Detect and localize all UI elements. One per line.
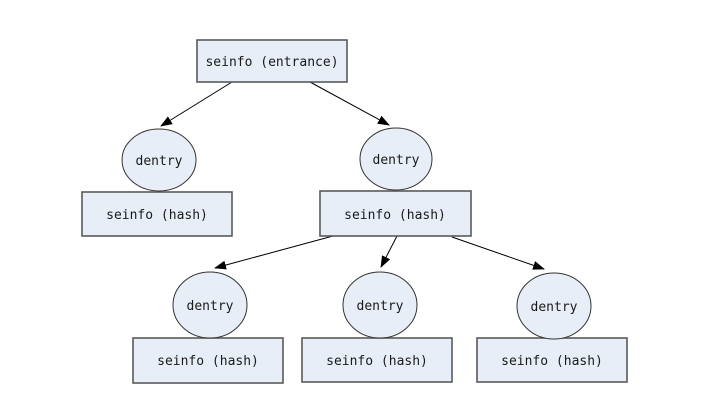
dentry-circle xyxy=(359,127,433,191)
arrow-hash-to-bottom-left-dentry xyxy=(214,235,334,270)
seinfo-hash-label: seinfo (hash) xyxy=(501,354,603,369)
edges xyxy=(160,81,545,270)
entrance-box xyxy=(196,39,348,83)
dentry-circle xyxy=(172,271,248,339)
dentry-label: dentry xyxy=(373,153,420,168)
seinfo-hash-box xyxy=(319,190,472,237)
seinfo-hash-label: seinfo (hash) xyxy=(344,208,446,223)
seinfo-hash-box xyxy=(476,337,628,383)
level2-left-node: dentry seinfo (hash) xyxy=(132,271,284,384)
level1-left-node: dentry seinfo (hash) xyxy=(81,128,233,237)
arrow-hash-to-bottom-right-dentry xyxy=(451,236,545,270)
dentry-circle xyxy=(342,271,418,339)
dentry-label: dentry xyxy=(357,299,404,314)
entrance-node: seinfo (entrance) xyxy=(196,39,348,83)
arrow-entrance-to-left-dentry xyxy=(160,81,233,127)
arrow-entrance-to-right-dentry xyxy=(309,81,390,126)
dentry-label: dentry xyxy=(136,154,183,169)
dentry-label: dentry xyxy=(531,300,578,315)
dentry-circle xyxy=(516,272,592,340)
dentry-circle xyxy=(121,128,197,192)
level1-right-node: dentry seinfo (hash) xyxy=(319,127,472,237)
seinfo-hash-label: seinfo (hash) xyxy=(106,208,208,223)
entrance-label: seinfo (entrance) xyxy=(205,55,338,70)
seinfo-hash-label: seinfo (hash) xyxy=(157,354,259,369)
level2-middle-node: dentry seinfo (hash) xyxy=(301,271,453,383)
seinfo-hash-label: seinfo (hash) xyxy=(326,354,428,369)
seinfo-hash-box xyxy=(81,191,233,237)
arrow-hash-to-bottom-middle-dentry xyxy=(380,235,398,268)
dentry-label: dentry xyxy=(187,299,234,314)
level2-right-node: dentry seinfo (hash) xyxy=(476,272,628,383)
